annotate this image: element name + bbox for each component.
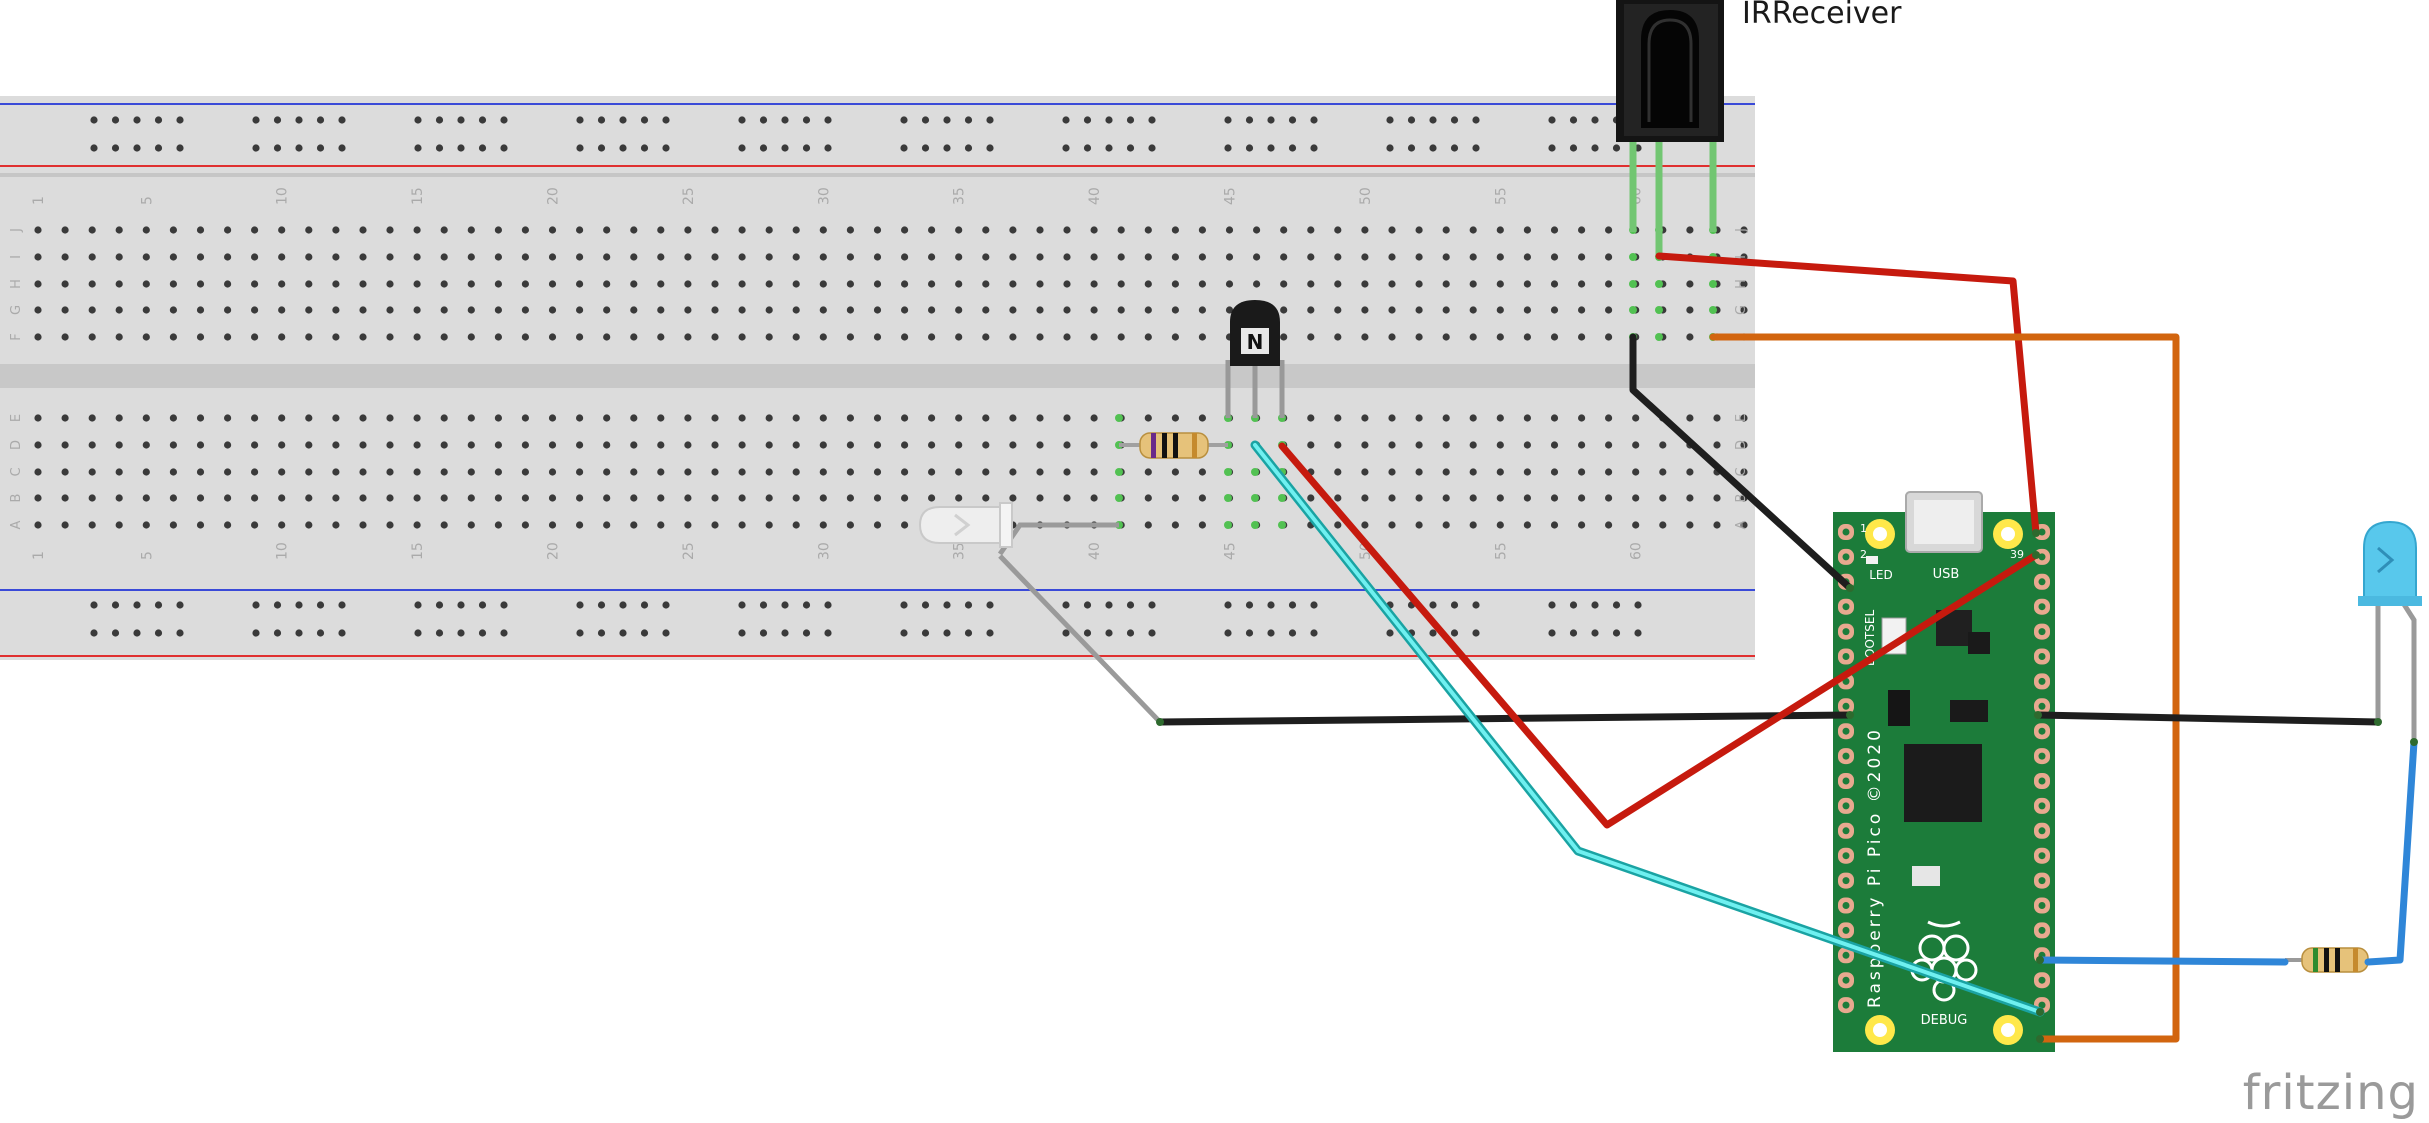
pico-pin-headers bbox=[1838, 524, 2050, 1014]
wire-red-ir-vcc[interactable] bbox=[1655, 252, 2040, 537]
column-number: 40 bbox=[1087, 187, 1103, 205]
row-letter: A bbox=[9, 520, 24, 529]
pico-bootsel-label: BOOTSEL bbox=[1863, 610, 1877, 666]
bottom-power-rail bbox=[0, 586, 1755, 660]
breadboard-top-edge bbox=[0, 173, 1755, 177]
wire-blue-led-2[interactable] bbox=[2364, 738, 2418, 966]
column-number: 35 bbox=[952, 187, 968, 205]
column-number: 25 bbox=[681, 542, 697, 560]
pico-usb-label: USB bbox=[1933, 567, 1960, 582]
pico-led-label: LED bbox=[1869, 568, 1893, 582]
row-letter: B bbox=[1734, 494, 1749, 503]
wire-orange-ir-signal[interactable] bbox=[1709, 333, 2180, 1043]
column-number: 10 bbox=[275, 542, 291, 560]
column-number: 55 bbox=[1493, 187, 1509, 205]
column-number: 10 bbox=[275, 187, 291, 205]
column-number: 45 bbox=[1223, 542, 1239, 560]
column-number: 35 bbox=[952, 542, 968, 560]
row-letter: J bbox=[1734, 228, 1749, 233]
breadboard-center-channel bbox=[0, 364, 1755, 388]
npn-transistor[interactable]: N bbox=[1225, 300, 1285, 418]
column-number: 25 bbox=[681, 187, 697, 205]
column-number: 60 bbox=[1629, 542, 1645, 560]
pico-board-text: Raspberry Pi Pico ©2020 bbox=[1865, 727, 1885, 1008]
column-number: 1 bbox=[31, 551, 47, 560]
pico-pin2-label: 2 bbox=[1860, 548, 1867, 561]
row-letter: F bbox=[9, 333, 24, 340]
blue-led[interactable] bbox=[2358, 520, 2422, 742]
column-number: 15 bbox=[410, 542, 426, 560]
rp2040-chip bbox=[1904, 744, 1982, 822]
row-letter: I bbox=[9, 255, 24, 259]
row-letter: A bbox=[1734, 520, 1749, 529]
svg-text:N: N bbox=[1247, 330, 1264, 354]
wire-blue-led[interactable] bbox=[2036, 956, 2289, 966]
raspberry-pi-pico[interactable]: USB LED 1 2 39 DEBUG BOOTSEL Raspberry P… bbox=[1833, 491, 2055, 1052]
breadboard-holes bbox=[34, 116, 1748, 637]
pico-pin1-label: 1 bbox=[1860, 522, 1867, 535]
column-number: 20 bbox=[546, 542, 562, 560]
row-letter: B bbox=[9, 494, 24, 503]
column-number: 5 bbox=[139, 196, 155, 205]
wire-black-ir-gnd[interactable] bbox=[1629, 333, 1854, 592]
wire-endpoints bbox=[1156, 529, 2418, 1043]
row-letter: D bbox=[1734, 440, 1749, 450]
row-letter: D bbox=[9, 440, 24, 450]
row-letter: C bbox=[9, 467, 24, 476]
wires bbox=[1156, 252, 2418, 1043]
ir-led[interactable] bbox=[918, 502, 1162, 724]
column-number: 15 bbox=[410, 187, 426, 205]
breadboard-labels: 1155101015152020252530303535404045455050… bbox=[9, 187, 1749, 560]
row-letter: H bbox=[9, 279, 24, 289]
row-letter: J bbox=[9, 228, 24, 233]
column-number: 30 bbox=[816, 187, 832, 205]
ir-receiver-label: IRReceiver bbox=[1742, 0, 1902, 31]
row-letter: E bbox=[1734, 414, 1749, 422]
column-number: 20 bbox=[546, 187, 562, 205]
pico-pin39-label: 39 bbox=[2010, 548, 2024, 561]
wire-red-transistor[interactable] bbox=[1278, 442, 2040, 829]
column-number: 30 bbox=[816, 542, 832, 560]
column-number: 45 bbox=[1223, 187, 1239, 205]
pico-debug-label: DEBUG bbox=[1921, 1013, 1968, 1028]
row-letter: G bbox=[1734, 305, 1749, 315]
fritzing-watermark: fritzing bbox=[2242, 1065, 2419, 1121]
wire-black-led-gnd[interactable] bbox=[2034, 711, 2382, 726]
row-letter: G bbox=[9, 305, 24, 315]
column-number: 50 bbox=[1358, 187, 1374, 205]
wire-black-ground[interactable] bbox=[1156, 711, 1854, 726]
row-letter: C bbox=[1734, 467, 1749, 476]
top-power-rail bbox=[0, 96, 1755, 173]
column-number: 40 bbox=[1087, 542, 1103, 560]
column-number: 1 bbox=[31, 196, 47, 205]
resistor-breadboard[interactable] bbox=[1119, 432, 1228, 459]
row-letter: I bbox=[1734, 255, 1749, 259]
column-number: 5 bbox=[139, 551, 155, 560]
column-number: 55 bbox=[1493, 542, 1509, 560]
resistor-led[interactable] bbox=[2285, 947, 2369, 973]
ir-receiver[interactable] bbox=[1616, 0, 1724, 258]
row-letter: E bbox=[9, 414, 24, 422]
row-letter: H bbox=[1734, 279, 1749, 289]
